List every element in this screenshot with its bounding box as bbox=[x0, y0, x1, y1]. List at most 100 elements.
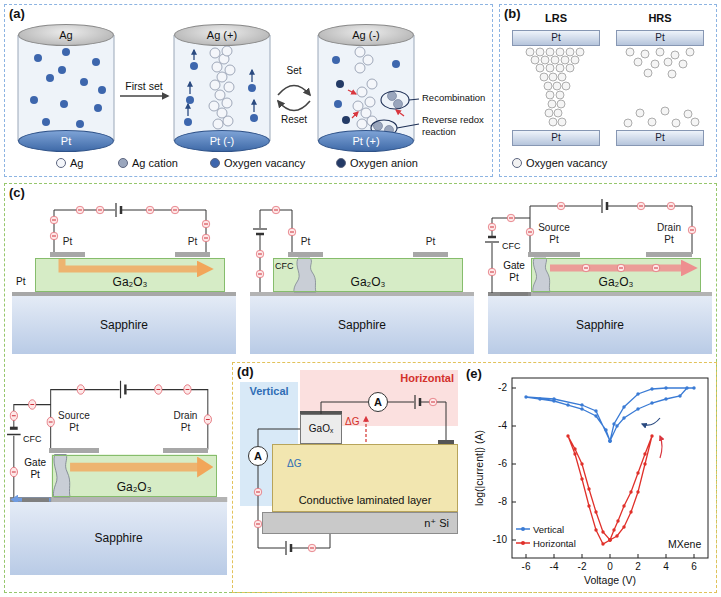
panel-frame: (b)PtPtPtPt bbox=[499, 4, 717, 177]
node-text: Ga₂O₃ bbox=[351, 275, 386, 289]
pt-contact: Pt bbox=[175, 236, 210, 257]
oxygen-vacancy bbox=[541, 56, 549, 64]
memristor-cylinders bbox=[18, 35, 114, 141]
device-illustration bbox=[50, 216, 58, 224]
oxygen-vacancy bbox=[556, 91, 564, 99]
oxygen-vacancy bbox=[686, 48, 694, 56]
device-illustration bbox=[294, 258, 316, 292]
oxygen-vacancy bbox=[545, 109, 553, 117]
oxygen-vacancy bbox=[332, 56, 340, 64]
device-illustration bbox=[288, 228, 296, 236]
node-text: Sapphire bbox=[338, 318, 386, 332]
memristor-cylinders bbox=[174, 35, 270, 141]
oxygen-vacancy bbox=[80, 78, 88, 86]
oxygen-vacancy bbox=[668, 70, 676, 78]
oxygen-vacancy bbox=[644, 69, 652, 77]
device-illustration bbox=[550, 265, 686, 272]
device-illustration bbox=[250, 206, 474, 296]
electrode-plate: Pt bbox=[512, 130, 600, 146]
node-text: Vertical bbox=[249, 385, 288, 398]
battery-symbol bbox=[419, 398, 422, 406]
pt-contact: Pt bbox=[413, 236, 448, 257]
oxygen-vacancy bbox=[566, 64, 574, 72]
silver-filament bbox=[217, 108, 227, 118]
node-text: Pt bbox=[551, 132, 560, 144]
oxygen-vacancy bbox=[526, 48, 534, 56]
device-illustration bbox=[272, 206, 280, 214]
legend-text: Oxygen anion bbox=[350, 156, 418, 170]
legend-text: Vertical bbox=[533, 523, 564, 537]
data-curve bbox=[526, 388, 694, 441]
node-text: Pt bbox=[301, 236, 310, 248]
device-illustration bbox=[146, 206, 154, 214]
electrode-cap: Ag (+) bbox=[174, 24, 270, 46]
silver-filament bbox=[355, 47, 365, 57]
silver-filament bbox=[224, 82, 234, 92]
oxygen-vacancy bbox=[624, 119, 632, 127]
oxygen-vacancy bbox=[526, 48, 699, 127]
silver-filament bbox=[215, 90, 225, 100]
circuit-wire bbox=[388, 402, 446, 440]
ion-migration-arrow bbox=[189, 82, 190, 94]
node-text: Gate bbox=[503, 260, 525, 272]
legend-sample bbox=[521, 527, 525, 531]
device-illustration bbox=[485, 199, 712, 296]
silver-cation bbox=[394, 100, 403, 109]
oxygen-vacancy bbox=[556, 64, 564, 72]
silver-filament bbox=[217, 72, 227, 82]
ion-migration-arrow bbox=[253, 100, 254, 112]
legend-swatch bbox=[118, 158, 128, 168]
device-illustration bbox=[50, 232, 58, 240]
silver-filament bbox=[209, 46, 377, 129]
node-text: Pt bbox=[63, 236, 72, 248]
oxide-layer: GaOₓ bbox=[300, 414, 342, 444]
node-text: Pt bbox=[188, 236, 197, 248]
node-text: Ag (-) bbox=[352, 29, 380, 42]
device-illustration bbox=[273, 258, 463, 292]
oxygen-vacancy bbox=[562, 82, 570, 90]
tick-label: -4 bbox=[550, 561, 559, 573]
device-illustration bbox=[171, 206, 179, 214]
oxygen-anion bbox=[336, 80, 350, 124]
node-text: Pt bbox=[549, 234, 558, 246]
silver-filament bbox=[355, 63, 365, 73]
process-arrow bbox=[120, 95, 168, 97]
silver-filament bbox=[357, 87, 367, 97]
oxygen-vacancy bbox=[553, 82, 561, 90]
node-text: Pt bbox=[426, 236, 435, 248]
oxygen-vacancy bbox=[248, 84, 256, 92]
step-label: First set bbox=[125, 80, 162, 93]
memristor-cylinders bbox=[18, 35, 414, 141]
device-illustration bbox=[115, 203, 116, 217]
device-illustration bbox=[7, 381, 227, 502]
electrode-plate: Pt (-) bbox=[174, 130, 270, 152]
electrode-cap: Ag bbox=[18, 24, 114, 46]
oxygen-vacancy bbox=[566, 48, 574, 56]
node-text: Pt bbox=[509, 272, 518, 284]
node-text: Ga₂O₃ bbox=[113, 275, 148, 289]
electrode-plate: Pt bbox=[616, 30, 704, 46]
node-text: Horizontal bbox=[400, 372, 454, 385]
oxygen-vacancy bbox=[540, 73, 548, 81]
callout-label: CFC bbox=[275, 261, 294, 272]
oxygen-vacancy bbox=[30, 48, 400, 128]
panel-frame: (c)PtPtPtGa₂O₃SapphirePtPtGa₂O₃SapphireS… bbox=[4, 183, 717, 593]
device-illustration bbox=[62, 259, 202, 269]
reaction-arrow bbox=[348, 90, 356, 94]
circuit-wire bbox=[321, 402, 368, 414]
memristor-cylinders bbox=[318, 35, 414, 141]
legend-swatch bbox=[210, 158, 220, 168]
tick-label: -6 bbox=[522, 561, 531, 573]
node-text: (c) bbox=[9, 185, 25, 200]
node-text: Sapphire bbox=[100, 318, 148, 332]
illustration bbox=[254, 488, 262, 496]
oxygen-vacancy bbox=[661, 107, 669, 115]
ammeter-symbol: A bbox=[248, 446, 268, 466]
oxygen-vacancy bbox=[34, 54, 42, 62]
silver-filament bbox=[209, 101, 219, 111]
pt-contact: DrainPt bbox=[163, 410, 208, 454]
pt-contact: SourcePt bbox=[49, 410, 99, 454]
silver-filament bbox=[365, 97, 375, 107]
node-text: A bbox=[374, 396, 382, 408]
silver-filament bbox=[363, 55, 373, 65]
